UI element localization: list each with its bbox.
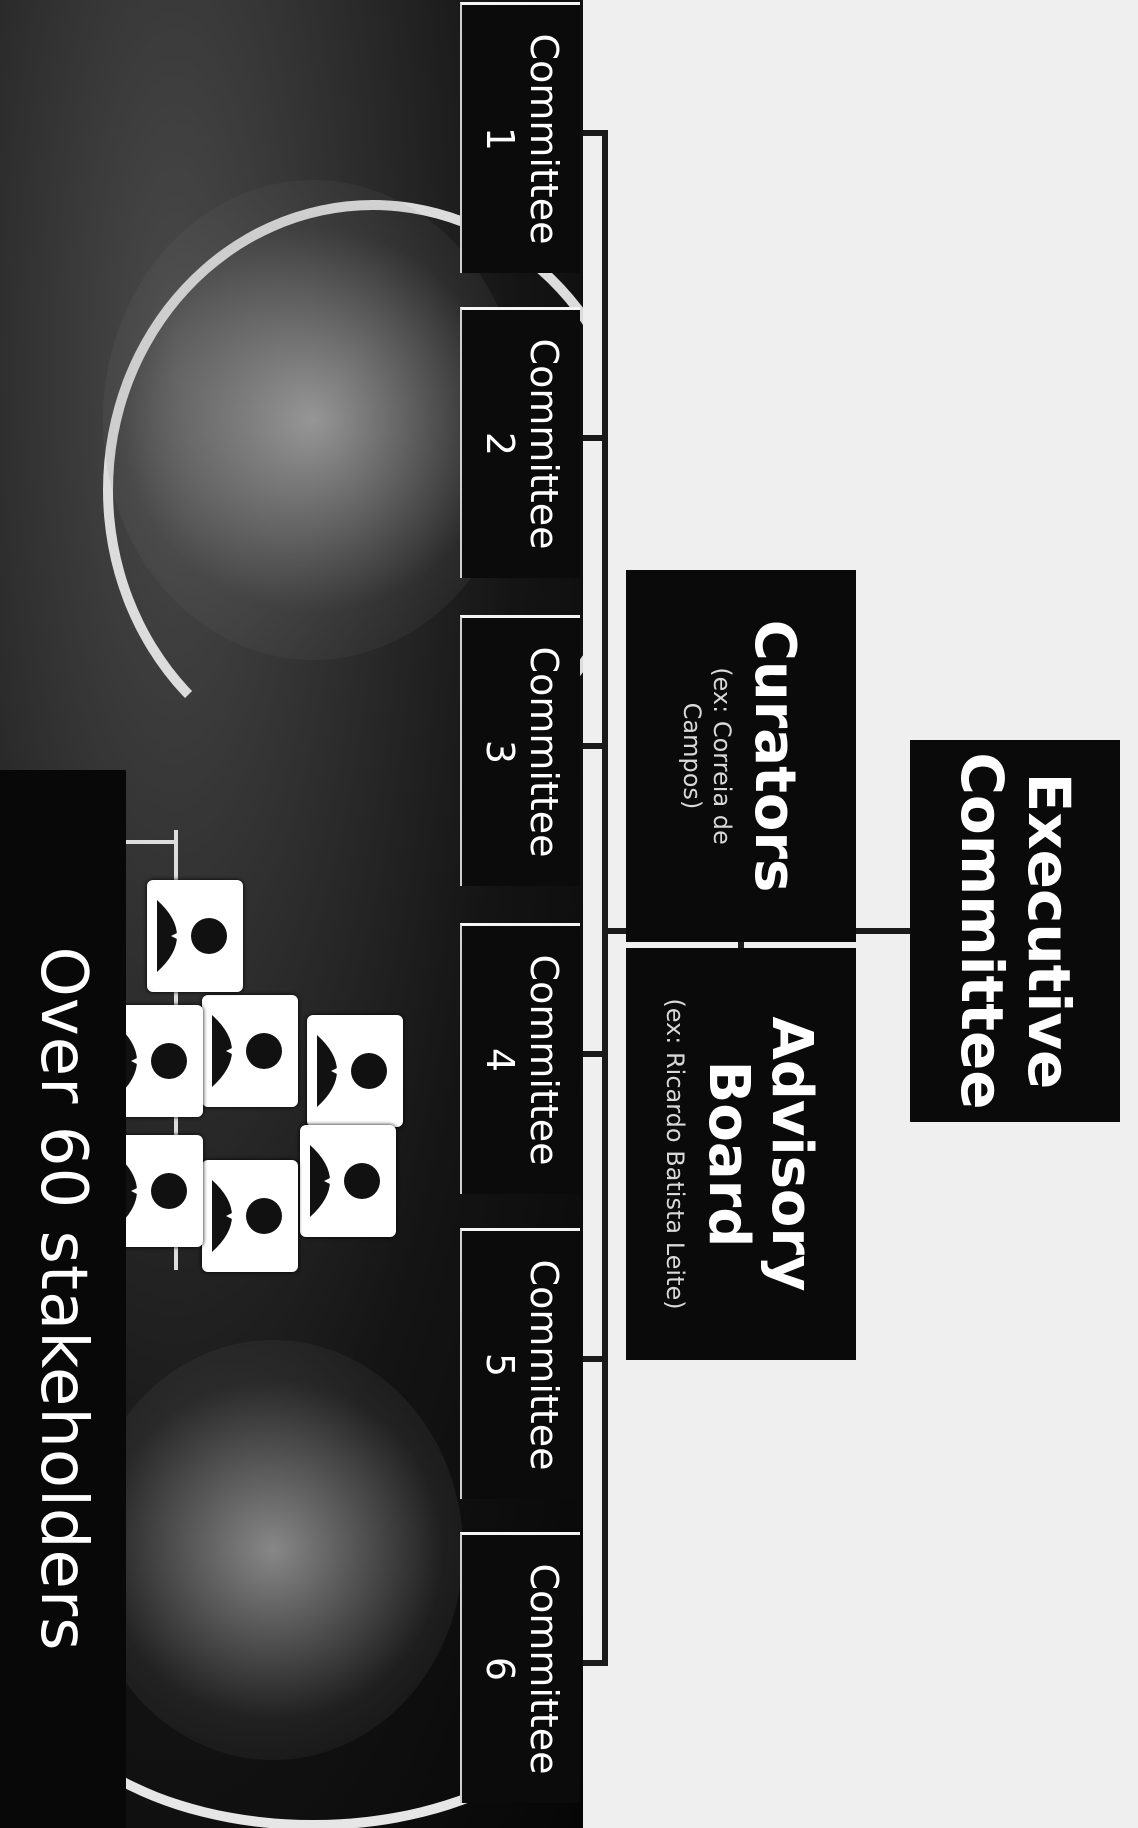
advisory-note: (ex: Ricardo Batista Leite) [661, 998, 690, 1310]
committee-4-label: Committee [521, 954, 566, 1166]
curators-note-line2: Campos) [677, 702, 706, 810]
committee-4-number: 4 [478, 1047, 522, 1073]
committee-6-number: 6 [478, 1656, 522, 1682]
committee-1-label: Committee [521, 33, 566, 245]
advisory-title-line1: Advisory [758, 1016, 824, 1292]
executive-line1: Executive [1014, 772, 1083, 1090]
committee-5-label: Committee [521, 1259, 566, 1471]
committee-2-number: 2 [478, 431, 522, 457]
committee-6-box: Committee 6 [460, 1532, 580, 1803]
committee-2-box: Committee 2 [460, 307, 580, 578]
committee-2-label: Committee [521, 338, 566, 550]
curators-note-line1: (ex: Correia de [707, 667, 736, 845]
committee-3-box: Committee 3 [460, 615, 580, 886]
person-icon [307, 1015, 403, 1127]
stakeholders-label: Over 60 stakeholders [0, 770, 126, 1828]
committee-4-box: Committee 4 [460, 923, 580, 1194]
committee-6-label: Committee [521, 1563, 566, 1775]
executive-committee-box: Executive Committee [910, 740, 1120, 1122]
committee-3-label: Committee [521, 646, 566, 858]
committee-1-number: 1 [478, 126, 522, 152]
curators-box: Curators (ex: Correia de Campos) [626, 570, 856, 942]
committee-3-number: 3 [478, 739, 522, 765]
advisory-title-line2: Board [696, 1060, 761, 1248]
committees-bar [602, 130, 608, 1660]
person-icon [202, 995, 298, 1107]
committee-5-box: Committee 5 [460, 1228, 580, 1499]
curators-title: Curators [742, 619, 808, 893]
committee-5-number: 5 [478, 1352, 522, 1378]
stake-tree-spine [126, 840, 178, 844]
texture-right [83, 1340, 463, 1760]
person-icon [202, 1160, 298, 1272]
committee-1-box: Committee 1 [460, 2, 580, 273]
person-icon [147, 880, 243, 992]
person-icon [300, 1125, 396, 1237]
executive-line2: Committee [948, 752, 1016, 1110]
advisory-board-box: Advisory Board (ex: Ricardo Batista Leit… [626, 948, 856, 1360]
